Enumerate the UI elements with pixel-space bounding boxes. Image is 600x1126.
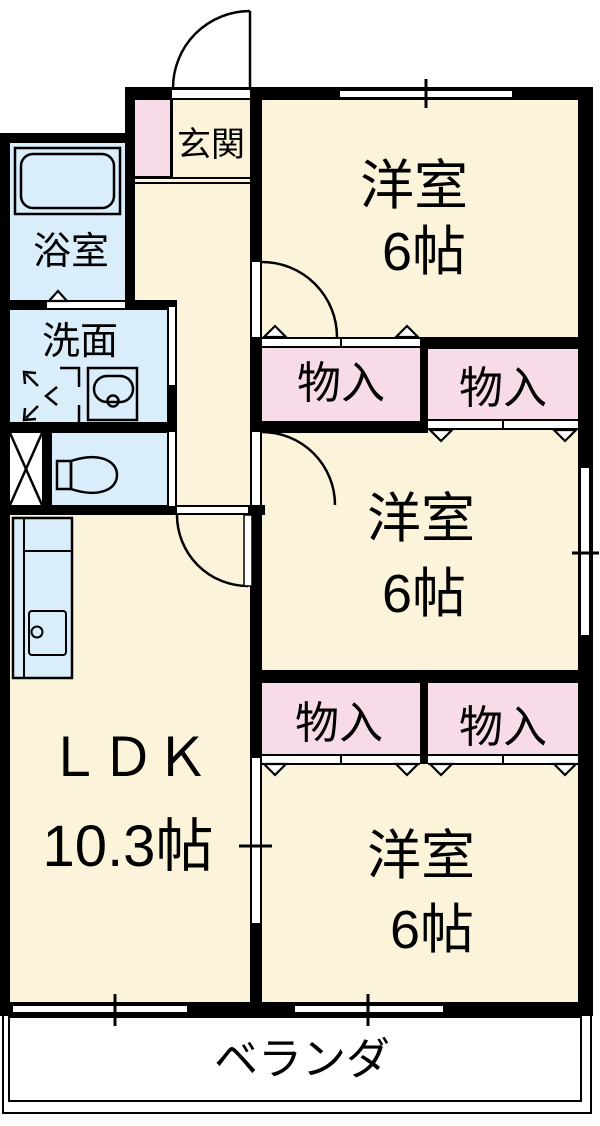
wall-washroom-right xyxy=(167,300,177,515)
room1-door-opening xyxy=(250,262,262,337)
bathroom-floor xyxy=(10,143,125,300)
wall-bathroom-right xyxy=(125,87,135,310)
genkan-label: 玄関 xyxy=(177,126,245,164)
window-room3-bottom xyxy=(295,1004,443,1014)
room1-label: 洋室 xyxy=(360,156,468,216)
wall-closet2-top xyxy=(428,337,578,349)
room3-label: 洋室 xyxy=(367,826,475,886)
toilet-door-opening xyxy=(167,432,177,506)
closet-4-door-strip xyxy=(428,754,578,765)
washroom-door-opening xyxy=(167,307,177,385)
closet-4-label: 物入 xyxy=(459,703,547,752)
wall-ps-right xyxy=(42,433,52,505)
window-room2-right xyxy=(579,468,591,635)
veranda-label: ベランダ xyxy=(214,1035,390,1084)
veranda-floor xyxy=(8,1016,582,1102)
closet-2-label: 物入 xyxy=(459,364,547,413)
toilet-floor xyxy=(52,433,167,505)
closet-2-door-strip xyxy=(428,419,578,430)
room2-label: 洋室 xyxy=(367,489,475,549)
ldk-door-opening xyxy=(177,505,248,515)
closet-1-door-strip xyxy=(262,337,420,348)
wall-ldk-top xyxy=(0,505,265,515)
wall-closet-row1-divider xyxy=(420,337,428,433)
closet-3-floor xyxy=(262,683,420,764)
pipe-space xyxy=(10,433,42,505)
ldk-size: 10.3帖 xyxy=(42,814,214,879)
room3-slider-opening xyxy=(250,758,262,923)
closet-1-label: 物入 xyxy=(297,359,385,408)
bathroom-label: 浴室 xyxy=(32,231,110,273)
ldk-label: ＬＤＫ xyxy=(47,728,209,788)
washroom-label: 洗面 xyxy=(41,321,119,363)
entrance-door-swing-icon xyxy=(171,9,252,89)
room1-size: 6帖 xyxy=(381,222,467,282)
bathroom-door-opening xyxy=(47,300,125,310)
window-room1-top xyxy=(340,89,512,99)
wall-wash-toilet-divider xyxy=(0,422,177,433)
room2-size: 6帖 xyxy=(381,564,467,624)
closet-1-floor xyxy=(262,337,420,421)
window-ldk-bottom xyxy=(13,1004,187,1014)
wall-closet1-bottom xyxy=(262,421,420,433)
shoe-cabinet xyxy=(135,100,172,178)
outside-top-left xyxy=(0,0,125,133)
wall-bathroom-top xyxy=(0,133,135,143)
wall-closet-row2-divider xyxy=(420,670,428,764)
closet-3-label: 物入 xyxy=(295,699,383,748)
wall-left-outer xyxy=(0,133,10,1016)
closet-4-floor xyxy=(428,683,578,764)
closet-3-door-strip xyxy=(262,754,420,765)
room2-door-opening xyxy=(250,432,262,505)
entrance-opening xyxy=(172,88,250,100)
closet-2-floor xyxy=(428,349,578,430)
room3-size: 6帖 xyxy=(389,900,475,960)
